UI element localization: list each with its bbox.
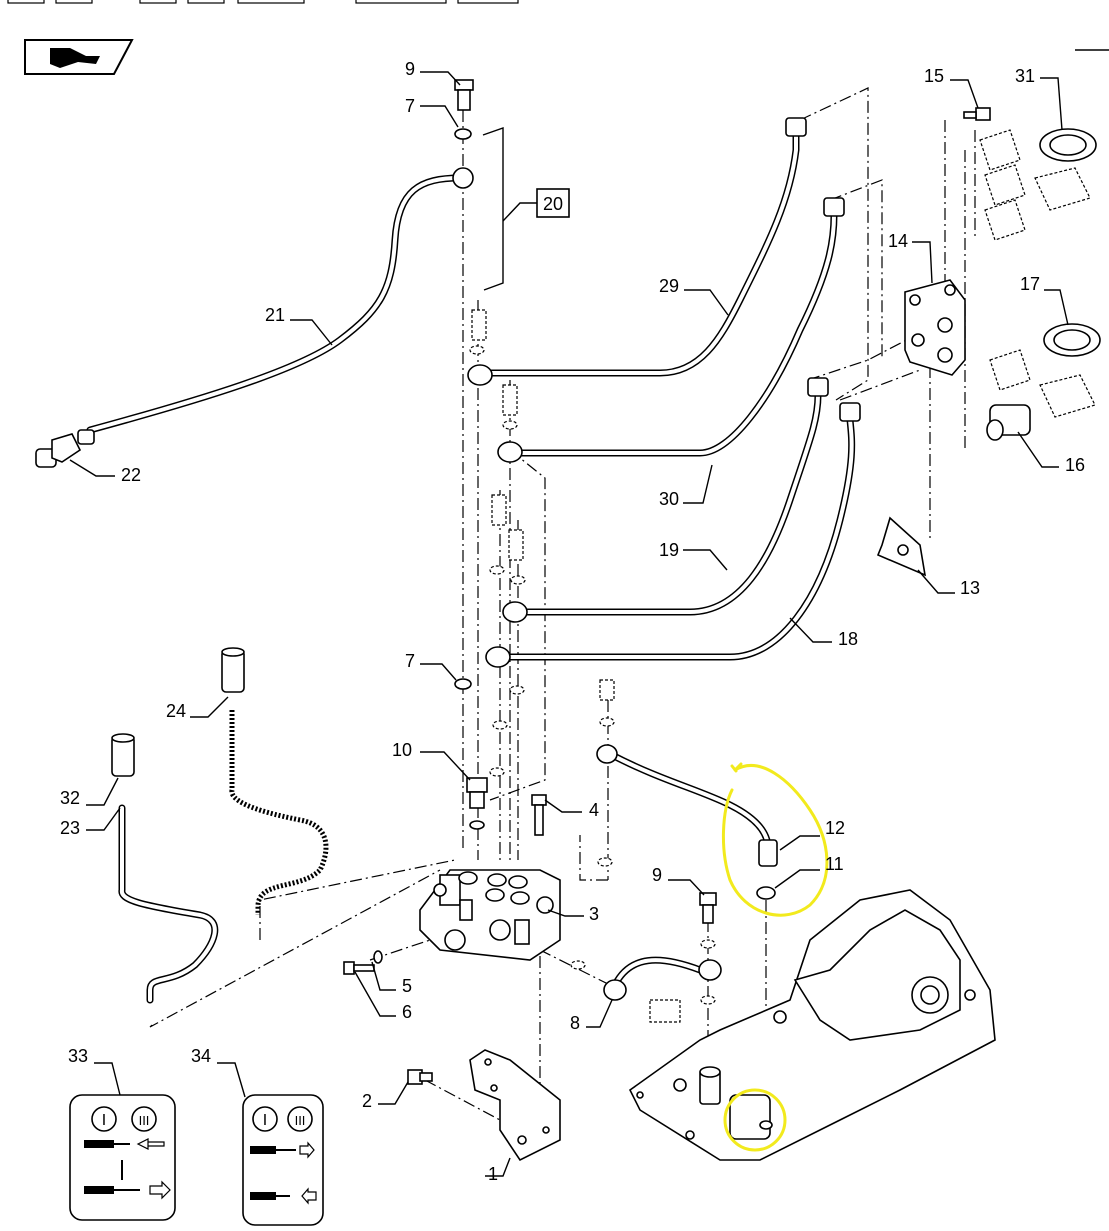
- section-reference-box: 20: [482, 127, 570, 291]
- callout-13: 13: [960, 578, 980, 598]
- callout-18: 18: [838, 629, 858, 649]
- decal-lever-icon: [84, 1138, 171, 1200]
- pipe-21: [86, 167, 474, 434]
- pipe-30: [497, 197, 845, 463]
- callout-labels: 1 2 3 4 5 6 7 7 8 9 9 10 11 12 13 14 15 …: [60, 59, 1085, 1184]
- callout-29: 29: [659, 276, 679, 296]
- fitting-10: [466, 777, 488, 830]
- decal-33-icon-a: I: [102, 1112, 106, 1129]
- ghost-fasteners: [469, 309, 716, 1023]
- toolbar-stubs: [7, 0, 1109, 51]
- callout-15: 15: [924, 66, 944, 86]
- hand-pointer-icon: [24, 39, 134, 75]
- lift-housing: [628, 889, 996, 1161]
- callout-8: 8: [570, 1013, 580, 1033]
- bolt-6-washer-5: [343, 950, 383, 975]
- decal-34-icon-b: III: [295, 1113, 306, 1128]
- pipe-19: [502, 377, 829, 623]
- callout-14: 14: [888, 231, 908, 251]
- callout-22: 22: [121, 465, 141, 485]
- bracket-1: [469, 1049, 561, 1162]
- section-reference-label: 20: [543, 194, 563, 214]
- callout-33: 33: [68, 1046, 88, 1066]
- callout-1: 1: [488, 1164, 498, 1184]
- callout-17: 17: [1020, 274, 1040, 294]
- decal-33-icon-b: III: [139, 1113, 150, 1128]
- lever-24: [221, 647, 329, 915]
- callout-34: 34: [191, 1046, 211, 1066]
- decal-33: I III: [69, 1094, 176, 1221]
- callout-32: 32: [60, 788, 80, 808]
- callout-5: 5: [402, 976, 412, 996]
- callout-23: 23: [60, 818, 80, 838]
- callout-4: 4: [589, 800, 599, 820]
- callout-21: 21: [265, 305, 285, 325]
- bolt-4: [531, 794, 547, 836]
- callout-30: 30: [659, 489, 679, 509]
- pipe-18: [485, 402, 861, 668]
- callout-7-lower: 7: [405, 651, 415, 671]
- callout-2: 2: [362, 1091, 372, 1111]
- couplers-group: [904, 107, 1101, 441]
- callout-19: 19: [659, 540, 679, 560]
- valve-block-3: [419, 869, 561, 961]
- callout-7-top: 7: [405, 96, 415, 116]
- decal-34: I III: [242, 1094, 324, 1226]
- leader-lines: [69, 71, 1069, 1177]
- callout-9-top: 9: [405, 59, 415, 79]
- pipe-12: [596, 744, 778, 867]
- lever-23: [111, 733, 219, 1004]
- callout-9-right: 9: [652, 865, 662, 885]
- callout-3: 3: [589, 904, 599, 924]
- bolt-9-right: [699, 886, 776, 924]
- highlight-marks: [722, 762, 829, 1152]
- pipe-29: [467, 117, 807, 386]
- callout-12: 12: [825, 818, 845, 838]
- callout-11: 11: [825, 854, 844, 874]
- callout-10: 10: [392, 740, 412, 760]
- bolt-9-top: [454, 79, 474, 690]
- callout-16: 16: [1065, 455, 1085, 475]
- callout-24: 24: [166, 701, 186, 721]
- callout-31: 31: [1015, 66, 1035, 86]
- pipe-8: [603, 956, 722, 1001]
- fitting-22: [35, 429, 95, 468]
- decal-34-icon-a: I: [263, 1112, 267, 1129]
- bracket-13: [876, 516, 927, 577]
- screw-2: [407, 1069, 433, 1085]
- callout-6: 6: [402, 1002, 412, 1022]
